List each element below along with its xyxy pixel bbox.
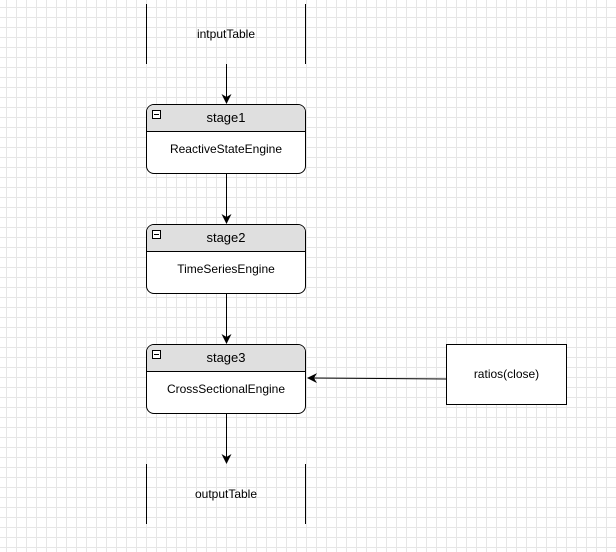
stage2-node[interactable]: stage2 TimeSeriesEngine [146, 224, 306, 294]
input-table-node[interactable]: intputTable [146, 4, 306, 64]
stage3-title: stage3 [206, 350, 246, 365]
collapse-icon[interactable] [152, 230, 161, 239]
output-table-node[interactable]: outputTable [146, 464, 306, 524]
stage2-engine: TimeSeriesEngine [177, 262, 275, 276]
collapse-icon[interactable] [152, 110, 161, 119]
collapse-icon[interactable] [152, 350, 161, 359]
input-table-label: intputTable [196, 27, 256, 41]
stage3-engine: CrossSectionalEngine [166, 382, 286, 396]
stage1-header: stage1 [147, 105, 305, 132]
param-node[interactable]: ratios(close) [446, 344, 567, 405]
stage1-title: stage1 [206, 110, 246, 125]
stage1-node[interactable]: stage1 ReactiveStateEngine [146, 104, 306, 174]
stage2-title: stage2 [206, 230, 246, 245]
input-table-left-border [146, 4, 147, 64]
output-table-label: outputTable [194, 487, 258, 501]
edge-param-to-stage3[interactable] [307, 373, 447, 384]
input-table-right-border [305, 4, 306, 64]
stage1-engine: ReactiveStateEngine [169, 142, 283, 156]
stage3-header: stage3 [147, 345, 305, 372]
output-table-left-border [146, 464, 147, 524]
stage3-node[interactable]: stage3 CrossSectionalEngine [146, 344, 306, 414]
output-table-right-border [305, 464, 306, 524]
stage2-header: stage2 [147, 225, 305, 252]
